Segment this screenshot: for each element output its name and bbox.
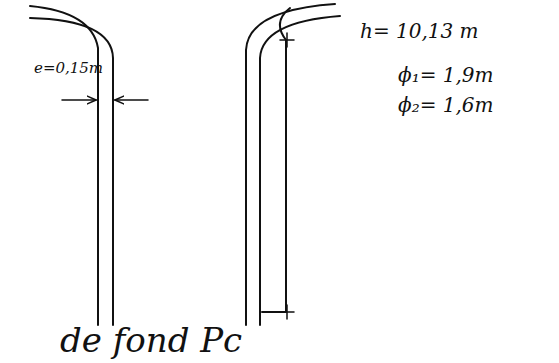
right-wall-outer: [260, 16, 340, 325]
height-dimension: h= 10,13 m: [360, 20, 479, 42]
left-wall-inner: [30, 18, 113, 325]
left-wall-outer: [30, 6, 98, 325]
inner-liner: [262, 8, 290, 312]
dimension-arrow: [62, 99, 96, 101]
diameter-label: ϕ₁= 1,9m: [398, 64, 494, 86]
diameter-label: ϕ₂= 1,6m: [398, 94, 494, 116]
thickness-label: e=0,15m: [34, 60, 103, 77]
note-text: de fond Pc: [60, 322, 242, 359]
dimension-arrow: [115, 99, 148, 101]
tick-mark: [280, 305, 294, 319]
tick-mark: [280, 33, 294, 47]
